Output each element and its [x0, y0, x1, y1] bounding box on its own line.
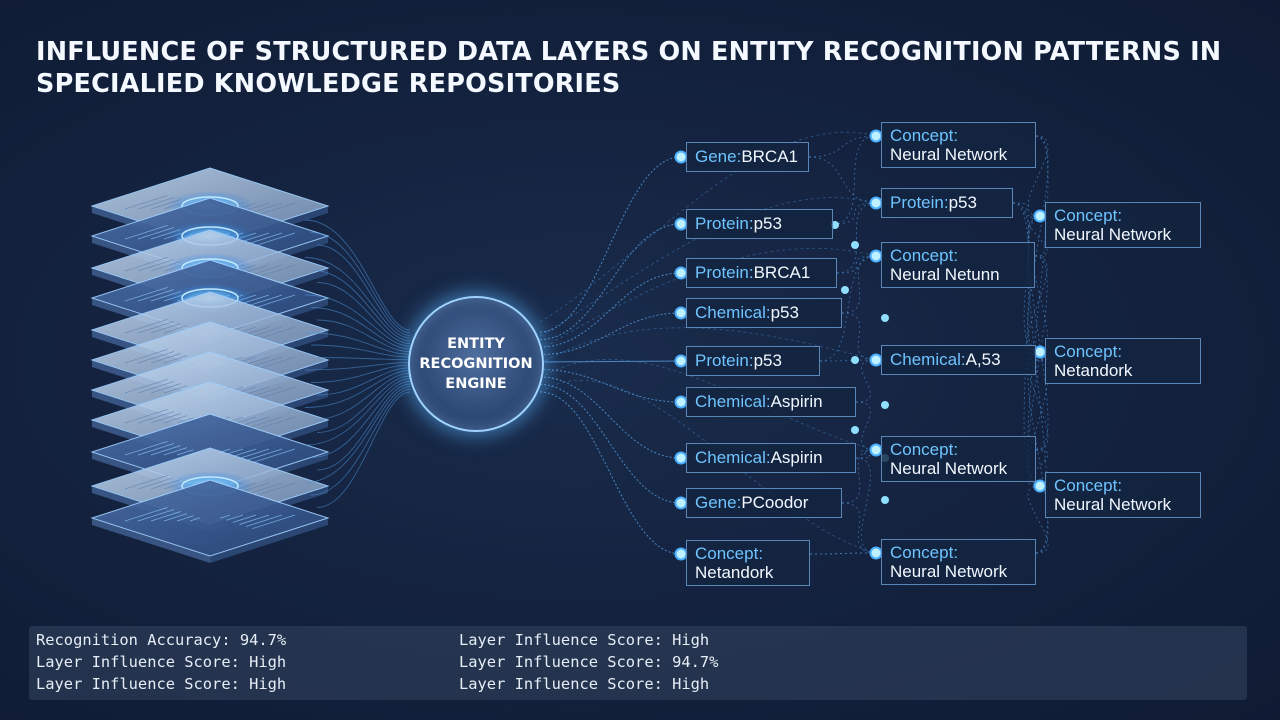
data-layer-stack	[90, 167, 330, 563]
entity-node: Concept:Neural Netunn	[881, 242, 1035, 288]
stat-layer-influence: Layer Influence Score: High	[459, 631, 710, 649]
connector-dot	[869, 353, 883, 367]
entity-name-label: Netandork	[695, 563, 774, 582]
connector-dot	[674, 266, 688, 280]
entity-name-label: p53	[753, 351, 782, 370]
entity-type-label: Gene:	[695, 493, 742, 512]
entity-type-label: Chemical:	[890, 350, 966, 369]
entity-node: Chemical: Aspirin	[686, 443, 856, 473]
entity-name-label: p53	[753, 214, 782, 233]
entity-name-label: Aspirin	[770, 392, 823, 411]
connector-dot	[869, 249, 883, 263]
connector-dot	[1033, 479, 1047, 493]
stats-panel: Recognition Accuracy: 94.7% Layer Influe…	[29, 626, 1247, 700]
connector-dot	[674, 354, 688, 368]
junction-dot	[851, 426, 859, 434]
entity-type-label: Concept:	[890, 543, 959, 562]
junction-dot	[831, 221, 839, 229]
stat-layer-influence: Layer Influence Score: High	[459, 675, 710, 693]
junction-dot	[851, 241, 859, 249]
entity-node: Concept:Netandork	[1045, 338, 1201, 384]
connector-dot	[674, 451, 688, 465]
data-layer	[90, 479, 330, 563]
entity-node: Concept:Neural Network	[881, 539, 1036, 585]
entity-type-label: Protein:	[695, 263, 754, 282]
entity-type-label: Concept:	[1054, 206, 1123, 225]
entity-type-label: Concept:	[695, 544, 764, 563]
connector-dot	[674, 150, 688, 164]
stat-layer-influence: Layer Influence Score: High	[36, 675, 287, 693]
junction-dot	[851, 356, 859, 364]
entity-node: Protein: p53	[686, 346, 820, 376]
entity-node: Protein: p53	[686, 209, 833, 239]
entity-name-label: Neural Network	[890, 145, 1008, 164]
junction-dot	[881, 314, 889, 322]
entity-name-label: Netandork	[1054, 361, 1133, 380]
junction-dot	[841, 286, 849, 294]
entity-type-label: Concept:	[1054, 476, 1123, 495]
entity-name-label: Neural Network	[890, 562, 1008, 581]
entity-type-label: Protein:	[695, 351, 754, 370]
entity-name-label: Aspirin	[770, 448, 823, 467]
entity-name-label: Neural Network	[890, 459, 1008, 478]
entity-type-label: Chemical:	[695, 448, 771, 467]
connector-dot	[869, 129, 883, 143]
entity-name-label: BRCA1	[741, 147, 798, 166]
entity-name-label: Neural Netunn	[890, 265, 1000, 284]
entity-type-label: Chemical:	[695, 303, 771, 322]
connector-dot	[869, 546, 883, 560]
entity-type-label: Concept:	[890, 440, 959, 459]
entity-node: Protein: p53	[881, 188, 1013, 218]
stat-layer-influence: Layer Influence Score: 94.7%	[459, 653, 719, 671]
entity-type-label: Concept:	[890, 126, 959, 145]
junction-dot	[881, 496, 889, 504]
entity-type-label: Protein:	[890, 193, 949, 212]
connector-dot	[674, 306, 688, 320]
entity-node: Concept:Netandork	[686, 540, 810, 586]
entity-name-label: p53	[948, 193, 977, 212]
entity-type-label: Protein:	[695, 214, 754, 233]
entity-name-label: BRCA1	[753, 263, 811, 282]
entity-node: Gene: PCoodor	[686, 488, 842, 518]
entity-name-label: Neural Network	[1054, 225, 1172, 244]
junction-dot	[881, 401, 889, 409]
connector-dot	[674, 217, 688, 231]
entity-type-label: Chemical:	[695, 392, 771, 411]
stack-to-engine-links	[300, 219, 411, 508]
entity-node: Concept:Neural Network	[881, 122, 1036, 168]
engine-label: ENTITY RECOGNITION ENGINE	[419, 336, 533, 392]
entity-name-label: Neural Network	[1054, 495, 1172, 514]
page-title: INFLUENCE OF STRUCTURED DATA LAYERS ON E…	[36, 37, 1222, 99]
entity-node: Concept:Neural Network	[1045, 202, 1201, 248]
entity-type-label: Concept:	[890, 246, 959, 265]
connector-dot	[869, 443, 883, 457]
connector-dot	[674, 496, 688, 510]
entity-node: Concept:Neural Network	[1045, 472, 1201, 518]
entity-name-label: p53	[770, 303, 799, 322]
connector-dot	[1033, 345, 1047, 359]
entity-name-label: A,53	[965, 350, 1001, 369]
entity-node: Chemical: Aspirin	[686, 387, 856, 417]
entity-node: Protein: BRCA1	[686, 258, 837, 288]
entity-type-label: Concept:	[1054, 342, 1123, 361]
entity-type-label: Gene:	[695, 147, 742, 166]
entity-name-label: PCoodor	[741, 493, 809, 512]
connector-dot	[674, 547, 688, 561]
entity-node: Concept:Neural Network	[881, 436, 1036, 482]
entity-node: Gene: BRCA1	[686, 142, 809, 172]
connector-dot	[869, 196, 883, 210]
stat-recognition-accuracy: Recognition Accuracy: 94.7%	[36, 631, 287, 649]
stat-layer-influence: Layer Influence Score: High	[36, 653, 287, 671]
entity-node: Chemical: A,53	[881, 345, 1036, 375]
entity-recognition-engine: ENTITY RECOGNITION ENGINE	[408, 296, 544, 432]
connector-dot	[1033, 209, 1047, 223]
entity-node: Chemical: p53	[686, 298, 842, 328]
connector-dot	[674, 395, 688, 409]
